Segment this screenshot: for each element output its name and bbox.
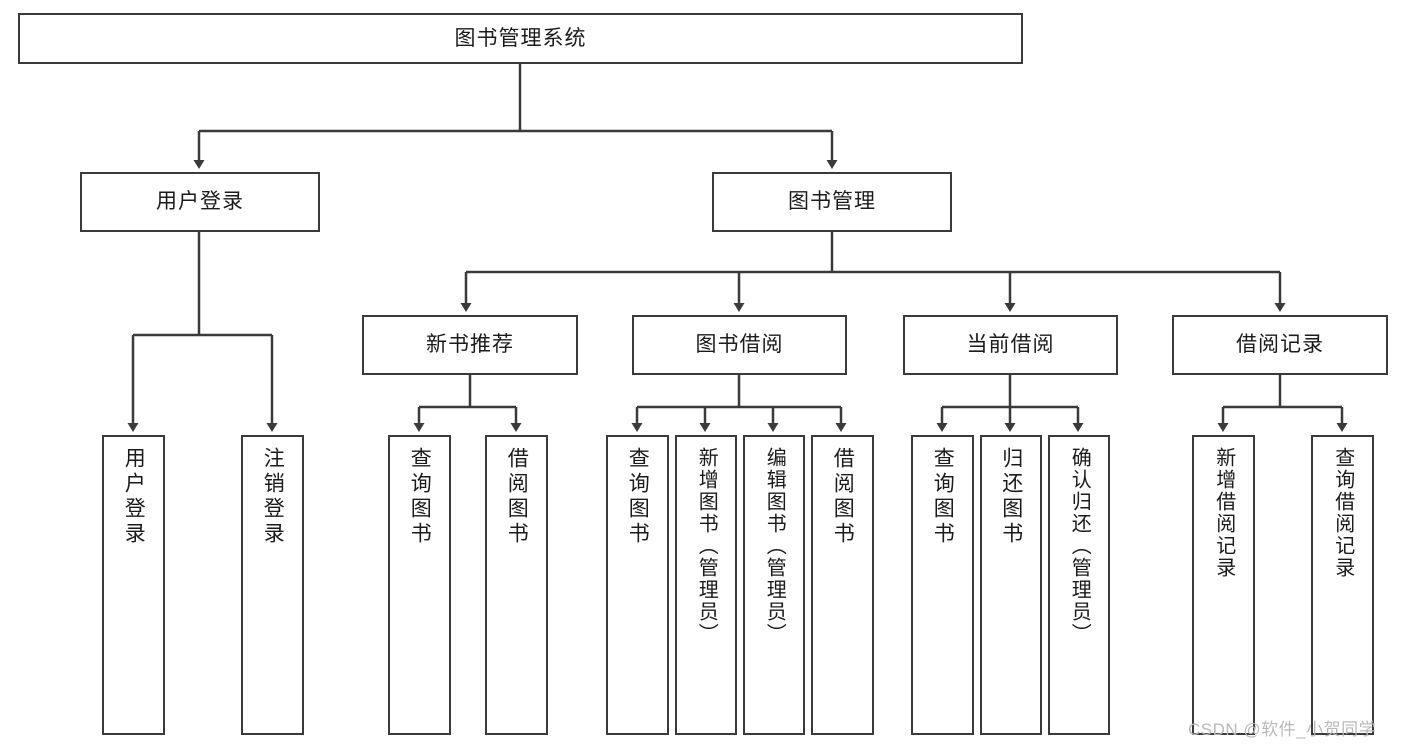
- node-label: 用户登录: [122, 447, 146, 547]
- node-root-system[interactable]: 图书管理系统: [18, 13, 1023, 64]
- node-book-borrow[interactable]: 图书借阅: [632, 315, 847, 375]
- leaf-recommend-borrow-book[interactable]: 借阅图书: [485, 435, 548, 735]
- node-label: 借阅图书: [505, 447, 529, 547]
- node-label: 编辑图书（管理员）: [763, 447, 786, 645]
- leaf-borrow-edit-book[interactable]: 编辑图书（管理员）: [743, 435, 805, 735]
- node-label: 新增借阅记录: [1212, 447, 1235, 579]
- node-label: 注销登录: [261, 447, 285, 547]
- node-label: 查询图书: [931, 447, 955, 547]
- watermark: CSDN @软件_小贺同学: [1188, 720, 1377, 739]
- node-label: 查询图书: [626, 447, 650, 547]
- node-borrow-record[interactable]: 借阅记录: [1172, 315, 1388, 375]
- leaf-record-query-record[interactable]: 查询借阅记录: [1311, 435, 1374, 735]
- node-book-management[interactable]: 图书管理: [712, 172, 952, 232]
- leaf-borrow-add-book[interactable]: 新增图书（管理员）: [675, 435, 737, 735]
- node-label: 归还图书: [999, 447, 1023, 547]
- leaf-record-add-record[interactable]: 新增借阅记录: [1192, 435, 1255, 735]
- node-new-book-recommend[interactable]: 新书推荐: [362, 315, 578, 375]
- node-label: 新书推荐: [426, 333, 514, 357]
- node-label: 新增图书（管理员）: [695, 447, 718, 645]
- leaf-borrow-borrow-book[interactable]: 借阅图书: [811, 435, 874, 735]
- leaf-current-confirm-return[interactable]: 确认归还（管理员）: [1048, 435, 1110, 735]
- node-label: 查询图书: [408, 447, 432, 547]
- node-user-login[interactable]: 用户登录: [80, 172, 320, 232]
- node-current-borrow[interactable]: 当前借阅: [903, 315, 1118, 375]
- leaf-recommend-query-book[interactable]: 查询图书: [388, 435, 451, 735]
- node-label: 当前借阅: [966, 333, 1055, 357]
- node-label: 图书管理: [788, 190, 876, 214]
- leaf-current-return-book[interactable]: 归还图书: [980, 435, 1042, 735]
- node-label: 确认归还（管理员）: [1068, 447, 1091, 645]
- node-label: 图书管理系统: [454, 26, 587, 50]
- leaf-user-login-signin[interactable]: 用户登录: [102, 435, 165, 735]
- leaf-user-login-signout[interactable]: 注销登录: [241, 435, 304, 735]
- node-label: 借阅图书: [831, 447, 855, 547]
- leaf-borrow-query-book[interactable]: 查询图书: [606, 435, 669, 735]
- node-label: 借阅记录: [1236, 333, 1324, 357]
- node-label: 图书借阅: [695, 333, 784, 357]
- leaf-current-query-book[interactable]: 查询图书: [911, 435, 974, 735]
- node-label: 用户登录: [156, 190, 244, 214]
- node-label: 查询借阅记录: [1331, 447, 1354, 579]
